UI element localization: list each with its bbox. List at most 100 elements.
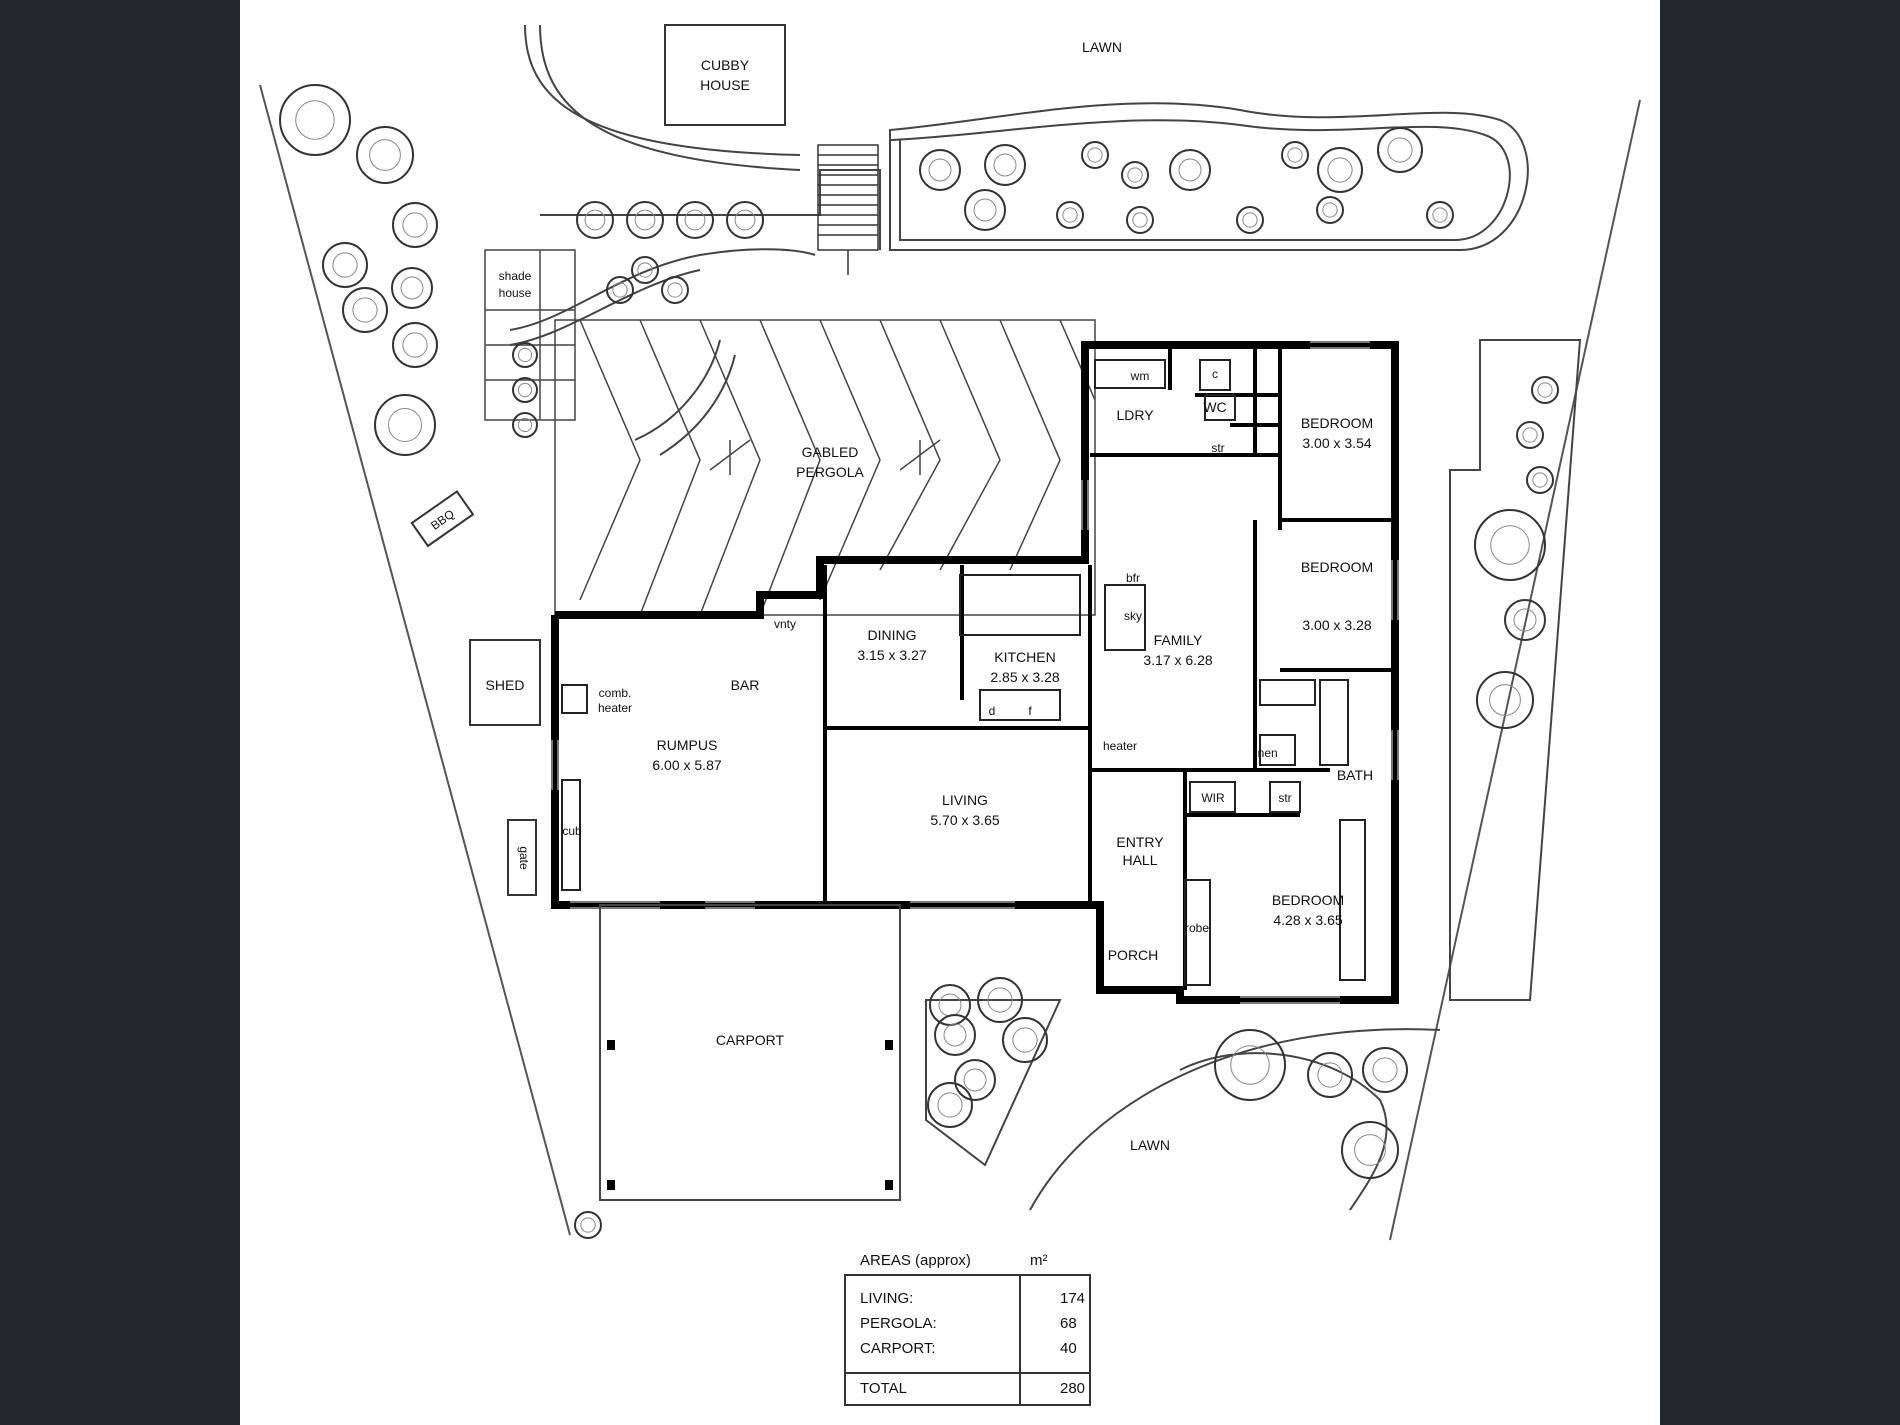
tree-icon bbox=[356, 126, 414, 184]
fixtures bbox=[561, 359, 1366, 986]
tree-icon bbox=[1126, 206, 1154, 234]
store-label: str bbox=[1211, 441, 1224, 455]
wm-label: wm bbox=[1130, 369, 1150, 383]
tree-icon bbox=[391, 267, 433, 309]
tree-icon bbox=[919, 149, 961, 191]
shed-label: SHED bbox=[486, 677, 525, 693]
tree-icon bbox=[726, 201, 764, 239]
tree-canopy-icon bbox=[1087, 147, 1103, 163]
area-row-value: 68 bbox=[1060, 1315, 1077, 1332]
lawn-top-label: LAWN bbox=[1082, 39, 1122, 55]
tree-icon bbox=[631, 256, 659, 284]
tree-icon bbox=[1056, 201, 1084, 229]
tree-canopy-icon bbox=[517, 347, 533, 363]
tree-icon bbox=[1236, 206, 1264, 234]
tree-canopy-icon bbox=[1522, 427, 1538, 443]
area-row-label: LIVING: bbox=[860, 1290, 913, 1307]
tree-canopy-icon bbox=[1322, 202, 1338, 218]
tree-icon bbox=[964, 189, 1006, 231]
tree-icon bbox=[977, 977, 1023, 1023]
comb-heater-label-1: comb. bbox=[599, 686, 632, 700]
tree-canopy-icon bbox=[1287, 147, 1303, 163]
area-row-label: PERGOLA: bbox=[860, 1315, 937, 1332]
tree-icon bbox=[954, 1059, 996, 1101]
tree-icon bbox=[1341, 1121, 1399, 1179]
areas-header-unit: m² bbox=[1030, 1252, 1048, 1269]
tree-canopy-icon bbox=[667, 282, 683, 298]
vanity-label: vnty bbox=[774, 617, 796, 631]
area-row-value: 174 bbox=[1060, 1290, 1085, 1307]
shade-label-2: house bbox=[499, 286, 532, 300]
tree-canopy-icon bbox=[1327, 157, 1353, 183]
porch-label: PORCH bbox=[1108, 947, 1159, 963]
tree-canopy-icon bbox=[1132, 212, 1148, 228]
stairs bbox=[817, 144, 879, 275]
tree-icon bbox=[1316, 196, 1344, 224]
bath-label: BATH bbox=[1337, 767, 1373, 783]
cupboard-label: c bbox=[1212, 367, 1218, 381]
tree-icon bbox=[574, 1211, 602, 1239]
tree-icon bbox=[1121, 161, 1149, 189]
family-label: FAMILY bbox=[1154, 632, 1203, 648]
tree-canopy-icon bbox=[1432, 207, 1448, 223]
living-label: LIVING bbox=[942, 792, 988, 808]
tree-canopy-icon bbox=[1387, 137, 1413, 163]
bedroom1-dim: 3.00 x 3.54 bbox=[1302, 435, 1371, 451]
store2-label: str bbox=[1278, 791, 1291, 805]
sky-label: sky bbox=[1124, 609, 1142, 623]
tree-icon bbox=[1426, 201, 1454, 229]
tree-icon bbox=[1307, 1052, 1353, 1098]
wc-label: WC bbox=[1203, 399, 1226, 415]
tree-canopy-icon bbox=[734, 209, 756, 231]
tree-canopy-icon bbox=[1178, 158, 1202, 182]
bedroom2-dim: 3.00 x 3.28 bbox=[1302, 617, 1371, 633]
tree-icon bbox=[576, 201, 614, 239]
property-boundary bbox=[259, 84, 1641, 1241]
tree-canopy-icon bbox=[388, 408, 422, 442]
tree-icon bbox=[1474, 509, 1546, 581]
area-row-value: 40 bbox=[1060, 1340, 1077, 1357]
wir-label: WIR bbox=[1201, 791, 1225, 805]
tree-canopy-icon bbox=[938, 993, 962, 1017]
bar-label: BAR bbox=[731, 677, 760, 693]
tree-icon bbox=[1504, 599, 1546, 641]
tree-icon bbox=[1317, 147, 1363, 193]
tree-canopy-icon bbox=[1127, 167, 1143, 183]
floor-plan-sheet: CUBBY HOUSE LAWN shade house BBQ SHED ga… bbox=[240, 0, 1660, 1425]
windows bbox=[551, 341, 1399, 1004]
tree-canopy-icon bbox=[1230, 1045, 1270, 1085]
tree-icon bbox=[1281, 141, 1309, 169]
tree-icon bbox=[984, 144, 1026, 186]
tree-canopy-icon bbox=[612, 282, 628, 298]
tree-icon bbox=[512, 377, 538, 403]
tree-canopy-icon bbox=[400, 276, 424, 300]
areas-table: AREAS (approx) m² LIVING: 174 PERGOLA: 6… bbox=[844, 1252, 1091, 1406]
tree-icon bbox=[392, 322, 438, 368]
bedroom3-dim: 4.28 x 3.65 bbox=[1273, 912, 1342, 928]
dishwasher-label: d bbox=[989, 704, 996, 718]
tree-canopy-icon bbox=[1489, 684, 1521, 716]
tree-icon bbox=[1169, 149, 1211, 191]
tree-canopy-icon bbox=[993, 153, 1017, 177]
interior-walls bbox=[823, 345, 1395, 990]
lawn-bottom-label: LAWN bbox=[1130, 1137, 1170, 1153]
bedroom1-label: BEDROOM bbox=[1301, 415, 1373, 431]
tree-canopy-icon bbox=[517, 417, 533, 433]
tree-canopy-icon bbox=[1513, 608, 1537, 632]
tree-icon bbox=[1531, 376, 1559, 404]
bbq: BBQ bbox=[410, 490, 475, 548]
tree-icon bbox=[934, 1014, 976, 1056]
area-row-label: TOTAL bbox=[860, 1380, 907, 1397]
tree-icon bbox=[676, 201, 714, 239]
tree-icon bbox=[1516, 421, 1544, 449]
linen-label: linen bbox=[1252, 746, 1277, 760]
tree-icon bbox=[1476, 671, 1534, 729]
tree-canopy-icon bbox=[1012, 1027, 1038, 1053]
dining-label: DINING bbox=[868, 627, 917, 643]
carport bbox=[599, 904, 901, 1201]
kitchen-label: KITCHEN bbox=[994, 649, 1055, 665]
tree-icon bbox=[392, 202, 438, 248]
tree-canopy-icon bbox=[684, 209, 706, 231]
shed: SHED bbox=[469, 639, 541, 726]
tree-canopy-icon bbox=[1532, 472, 1548, 488]
